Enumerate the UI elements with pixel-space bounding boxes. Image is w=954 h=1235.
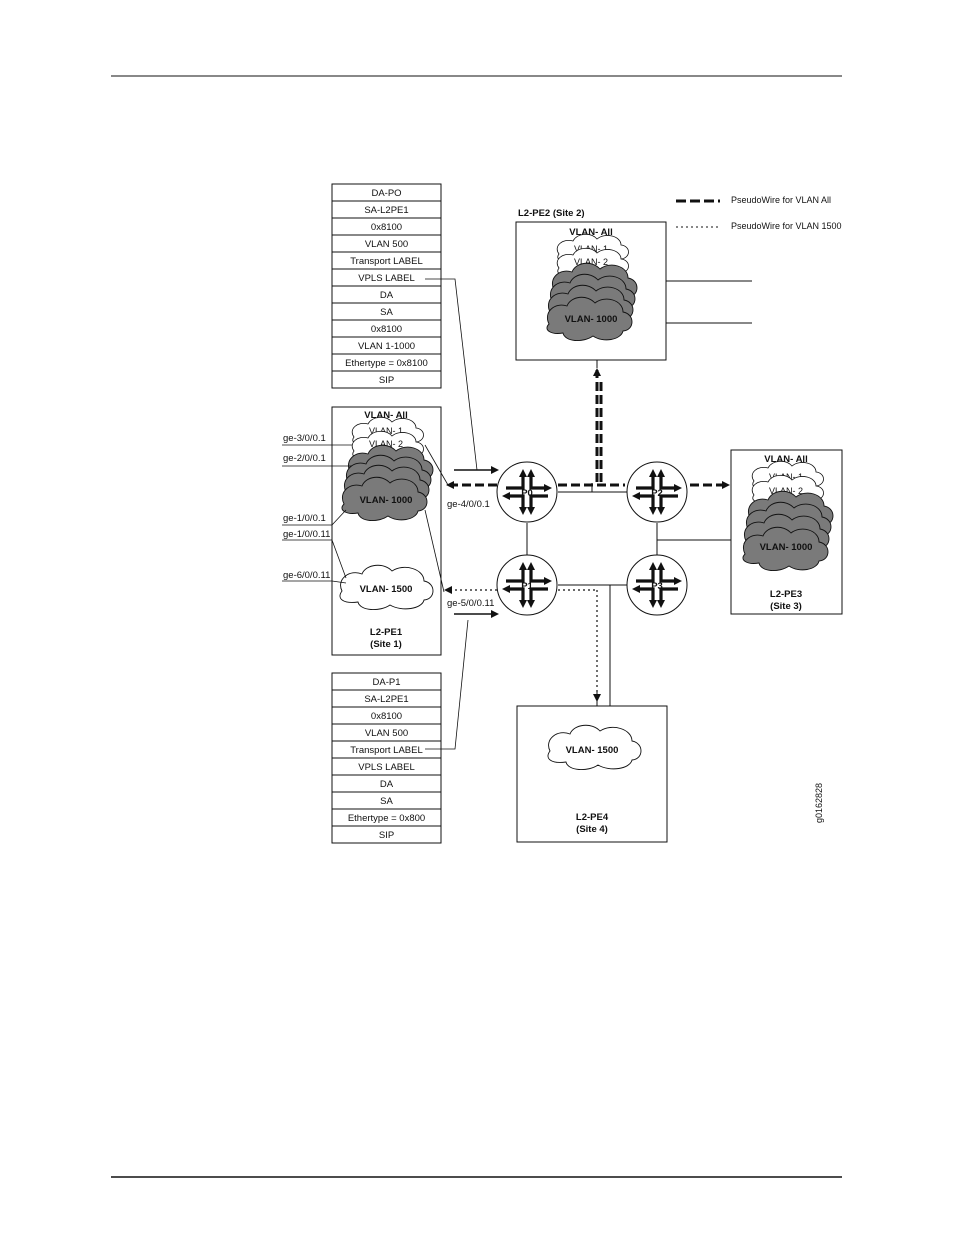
stack-cell: VPLS LABEL bbox=[331, 268, 442, 287]
stack-cell: 0x8100 bbox=[331, 319, 442, 338]
pe3-site-label: (Site 3) bbox=[770, 601, 802, 612]
stack-cell: SIP bbox=[331, 370, 442, 389]
pe4-site-label: (Site 4) bbox=[576, 824, 608, 835]
pe1-site: VLAN- All VLAN- 1 VLAN- 2 VLAN- 1000 VLA… bbox=[331, 406, 442, 656]
iface-ge-5: ge-5/0/0.11 bbox=[447, 598, 494, 609]
iface-ge-3: ge-3/0/0.1 bbox=[283, 433, 326, 444]
stack-cell-label: 0x8100 bbox=[371, 222, 402, 233]
stack-cell-label: VLAN 500 bbox=[365, 728, 408, 739]
stack-cell-label: SA bbox=[380, 307, 393, 318]
iface-ge-1a: ge-1/0/0.1 bbox=[283, 513, 326, 524]
router-p3-label: P3 bbox=[651, 581, 663, 592]
pseudowire-vlan-all bbox=[446, 368, 730, 489]
stack-cell-label: VPLS LABEL bbox=[358, 273, 415, 284]
stack-cell-label: SA bbox=[380, 796, 393, 807]
stack-cell: SA bbox=[331, 302, 442, 321]
pe2-vlan2: VLAN- 2 bbox=[574, 257, 608, 267]
pe1-cloud-vlan1500 bbox=[339, 564, 434, 610]
router-p2-label: P2 bbox=[651, 488, 663, 499]
stack-cell-label: 0x8100 bbox=[371, 324, 402, 335]
iface-ge-4: ge-4/0/0.1 bbox=[447, 499, 490, 510]
router-p0: P0 bbox=[495, 460, 559, 524]
pe3-vlan1000: VLAN- 1000 bbox=[760, 542, 813, 553]
stack-cell-label: Ethertype = 0x800 bbox=[348, 813, 425, 824]
stack-cell-label: Transport LABEL bbox=[350, 256, 423, 267]
stack-cell-label: DA-PO bbox=[371, 188, 401, 199]
pe1-vlan2: VLAN- 2 bbox=[369, 439, 403, 449]
stack-cell-label: DA-P1 bbox=[373, 677, 401, 688]
stack-cell: Ethertype = 0x8100 bbox=[331, 353, 442, 372]
stack-cell: DA bbox=[331, 285, 442, 304]
legend-pw-all: PseudoWire for VLAN All bbox=[731, 195, 831, 205]
iface-ge-1b: ge-1/0/0.11 bbox=[283, 529, 330, 540]
pe2-site: L2-PE2 (Site 2) VLAN- All VLAN- 1 VLAN- … bbox=[515, 208, 667, 361]
legend-pw-1500: PseudoWire for VLAN 1500 bbox=[731, 221, 842, 231]
pe2-vlan-all: VLAN- All bbox=[569, 227, 612, 238]
stack-cell: SA-L2PE1 bbox=[331, 689, 442, 708]
router-p1-label: P1 bbox=[521, 581, 533, 592]
pe3-site: VLAN- All VLAN- 1 VLAN- 2 VLAN- 1000 L2-… bbox=[730, 449, 843, 615]
router-p2: P2 bbox=[625, 460, 689, 524]
stack-cell-label: SIP bbox=[379, 375, 394, 386]
pe3-name: L2-PE3 bbox=[770, 589, 802, 600]
stack-cell-label: SA-L2PE1 bbox=[364, 694, 408, 705]
stack-cell-label: Transport LABEL bbox=[350, 745, 423, 756]
stack-cell-label: DA bbox=[380, 290, 394, 301]
stack-cell: SA bbox=[331, 791, 442, 810]
pe3-vlan-all: VLAN- All bbox=[764, 454, 807, 465]
stack-cell-label: VLAN 1-1000 bbox=[358, 341, 415, 352]
stack-cell: Transport LABEL bbox=[331, 251, 442, 270]
stack-cell: VPLS LABEL bbox=[331, 757, 442, 776]
pe1-vlan1500: VLAN- 1500 bbox=[360, 584, 413, 595]
router-p1: P1 bbox=[495, 553, 559, 617]
stack-cell-label: VPLS LABEL bbox=[358, 762, 415, 773]
pe2-title: L2-PE2 (Site 2) bbox=[518, 208, 585, 219]
stack-cell: VLAN 1-1000 bbox=[331, 336, 442, 355]
stack-cell-label: 0x8100 bbox=[371, 711, 402, 722]
stack-cell: 0x8100 bbox=[331, 217, 442, 236]
core-links bbox=[526, 360, 731, 706]
stack-cell: VLAN 500 bbox=[331, 234, 442, 253]
pe1-vlan1000: VLAN- 1000 bbox=[360, 495, 413, 506]
router-p0-label: P0 bbox=[521, 488, 533, 499]
callout-transport-label bbox=[425, 619, 469, 750]
stack-cell: DA-P1 bbox=[331, 672, 442, 691]
pe4-site: VLAN- 1500 L2-PE4 (Site 4) bbox=[516, 705, 668, 843]
stack-cell: VLAN 500 bbox=[331, 723, 442, 742]
callout-vpls-label bbox=[425, 278, 478, 471]
stack-cell: DA-PO bbox=[331, 183, 442, 202]
figure-id: g0162828 bbox=[814, 783, 824, 823]
legend: PseudoWire for VLAN All PseudoWire for V… bbox=[676, 195, 842, 231]
stack-cell: Transport LABEL bbox=[331, 740, 442, 759]
pe4-vlan1500: VLAN- 1500 bbox=[566, 745, 619, 756]
stack-cell: SIP bbox=[331, 825, 442, 844]
stack-cell-label: Ethertype = 0x8100 bbox=[345, 358, 428, 369]
stack-cell-label: VLAN 500 bbox=[365, 239, 408, 250]
pe2-vlan1000: VLAN- 1000 bbox=[565, 314, 618, 325]
pseudowire-vlan-1500 bbox=[444, 586, 601, 702]
pe1-name: L2-PE1 bbox=[370, 627, 403, 638]
pe1-vlan-all: VLAN- All bbox=[364, 410, 407, 421]
pe1-vlan1: VLAN- 1 bbox=[369, 426, 403, 436]
router-p3: P3 bbox=[625, 553, 689, 617]
stack-cell: SA-L2PE1 bbox=[331, 200, 442, 219]
stack-cell: Ethertype = 0x800 bbox=[331, 808, 442, 827]
iface-ge-6: ge-6/0/0.11 bbox=[283, 570, 330, 581]
pe4-name: L2-PE4 bbox=[576, 812, 609, 823]
stack-cell: DA bbox=[331, 774, 442, 793]
stack-cell-label: SIP bbox=[379, 830, 394, 841]
stack-cell: 0x8100 bbox=[331, 706, 442, 725]
interface-lines bbox=[282, 444, 449, 593]
pe1-site-label: (Site 1) bbox=[370, 639, 402, 650]
stack-cell-label: SA-L2PE1 bbox=[364, 205, 408, 216]
stack-cell-label: DA bbox=[380, 779, 394, 790]
pe4-cloud-vlan1500 bbox=[547, 724, 642, 770]
iface-ge-2: ge-2/0/0.1 bbox=[283, 453, 326, 464]
